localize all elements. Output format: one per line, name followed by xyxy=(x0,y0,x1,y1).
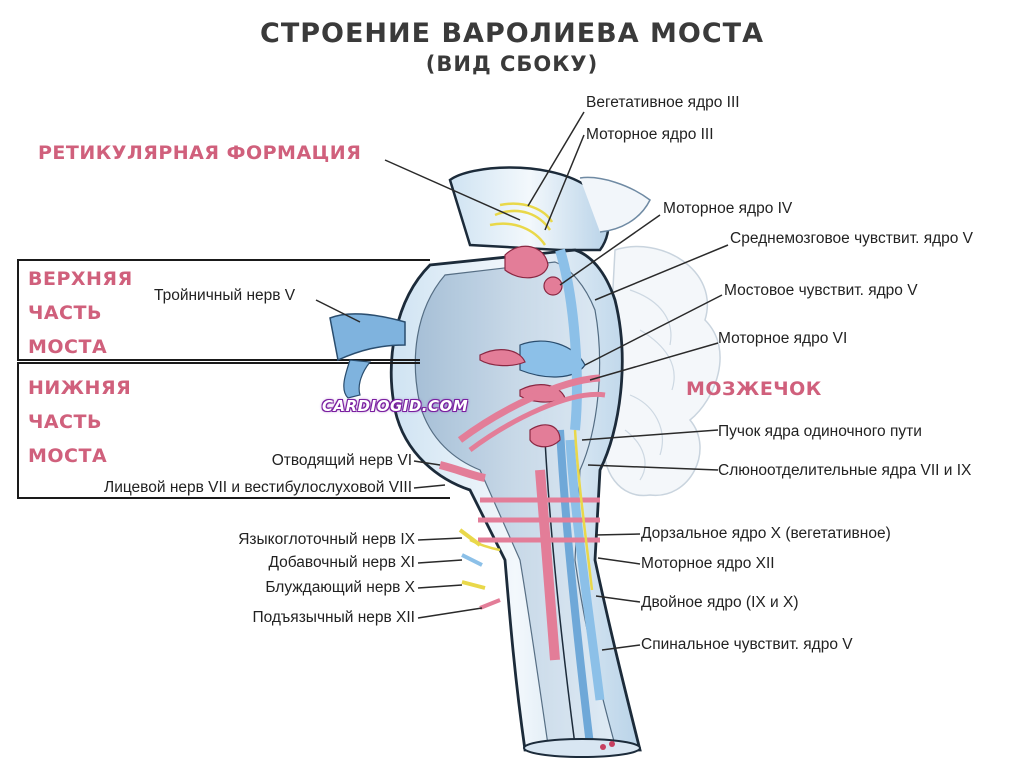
salivatory-nuclei-label: Слюноотделительные ядра VII и IX xyxy=(718,462,972,479)
autonomic-nucleus-iii-label: Вегетативное ядро III xyxy=(586,94,740,111)
trigeminal-nerve-shape xyxy=(329,313,406,399)
region-line: ВЕРХНЯЯ xyxy=(28,268,133,290)
watermark: CARDIOGID.COM xyxy=(322,397,469,415)
region-boxes xyxy=(17,259,450,499)
facial-vestibulocochlear-nerve-label: Лицевой нерв VII и вестибулослуховой VII… xyxy=(104,479,412,496)
diagram-subtitle: (ВИД СБОКУ) xyxy=(425,52,599,76)
motor-nucleus-iv-label: Моторное ядро IV xyxy=(663,200,793,217)
region-line: ЧАСТЬ xyxy=(28,411,102,433)
spinal-sensory-nucleus-v-label: Спинальное чувствит. ядро V xyxy=(641,636,853,653)
upper-pons-region-label: ВЕРХНЯЯ ЧАСТЬ МОСТА xyxy=(28,262,133,364)
nucleus-ambiguus-label: Двойное ядро (IX и X) xyxy=(641,594,799,611)
trigeminal-nerve-label: Тройничный нерв V xyxy=(154,287,296,304)
mesencephalic-nucleus-v-label: Среднемозговое чувствит. ядро V xyxy=(730,230,974,247)
reticular-formation-label: РЕТИКУЛЯРНАЯ ФОРМАЦИЯ xyxy=(38,142,362,164)
hypoglossal-nerve-label: Подъязычный нерв XII xyxy=(252,609,416,626)
motor-nuclei-shape xyxy=(439,245,606,661)
sensory-nuclei-shape xyxy=(519,248,605,701)
region-line: НИЖНЯЯ xyxy=(28,377,132,399)
leader-lines xyxy=(315,111,729,651)
glossopharyngeal-nerve-label: Языкоглоточный нерв IX xyxy=(238,531,415,548)
lower-pons-region-label: НИЖНЯЯ ЧАСТЬ МОСТА xyxy=(28,371,131,473)
motor-nucleus-vi-label: Моторное ядро VI xyxy=(718,330,848,347)
accessory-nerve-label: Добавочный нерв XI xyxy=(268,554,415,571)
motor-nucleus-iii-label: Моторное ядро III xyxy=(586,126,714,143)
diagram-title: СТРОЕНИЕ ВАРОЛИЕВА МОСТА xyxy=(260,18,764,49)
region-line: ЧАСТЬ xyxy=(28,302,102,324)
abducens-nerve-label: Отводящий нерв VI xyxy=(271,452,412,469)
motor-nucleus-xii-label: Моторное ядро XII xyxy=(641,555,775,572)
pons-medulla-shape xyxy=(389,248,642,758)
pontine-sensory-nucleus-v-label: Мостовое чувствит. ядро V xyxy=(724,282,918,299)
vagus-nerve-label: Блуждающий нерв X xyxy=(265,579,415,596)
cranial-roots-shape xyxy=(458,528,501,610)
region-line: МОСТА xyxy=(28,336,108,358)
solitary-tract-nucleus-label: Пучок ядра одиночного пути xyxy=(718,423,922,440)
cerebellum-label: МОЗЖЕЧОК xyxy=(686,378,822,400)
dorsal-nucleus-x-label: Дорзальное ядро X (вегетативное) xyxy=(641,525,891,542)
cerebellum-shape xyxy=(603,245,721,497)
region-line: МОСТА xyxy=(28,445,108,467)
midbrain-shape xyxy=(448,166,651,252)
